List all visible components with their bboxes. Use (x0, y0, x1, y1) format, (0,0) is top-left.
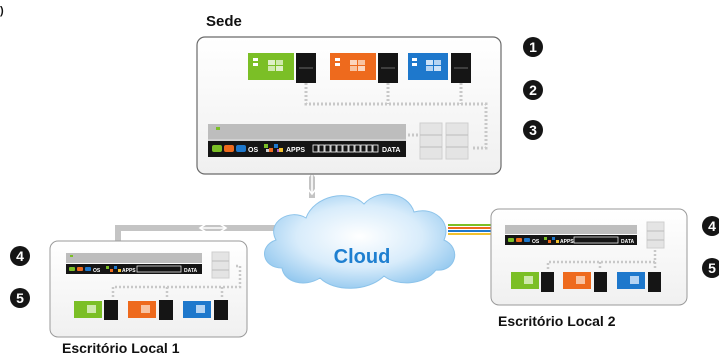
office2-apps-label: APPS (560, 239, 574, 245)
os-icon (69, 267, 75, 271)
office2-title: Escritório Local 2 (498, 313, 616, 329)
office1-badges: 4 5 (10, 246, 30, 308)
office1-workstation-orange (128, 300, 173, 320)
office1-title: Escritório Local 1 (62, 340, 180, 356)
office2-workstation-green (511, 272, 554, 292)
storage-cylinder-icon (211, 251, 230, 279)
server-tower-icon (541, 272, 554, 292)
office1-wan-link (115, 225, 300, 245)
os-icon (516, 238, 522, 242)
hq-apps-label: APPS (286, 147, 305, 154)
office2-lan-links (546, 250, 657, 270)
os-icon (224, 145, 234, 152)
os-icon (77, 267, 83, 271)
office1-data-slots (136, 265, 182, 273)
hq-server: OS APPS DATA (208, 124, 406, 157)
storage-cylinder-icon (646, 221, 665, 249)
office2-server: OS APPS DATA (505, 225, 637, 245)
server-tower-icon (104, 300, 118, 320)
hq-badges: 1 2 3 (523, 37, 543, 140)
office1-lan-links (111, 264, 242, 298)
hq-data-slots (312, 144, 379, 153)
os-icon (85, 267, 91, 271)
hq-workstation-orange (330, 53, 398, 83)
office2-data-slots (573, 236, 619, 244)
office1-data-label: DATA (184, 268, 198, 274)
hq-data-label: DATA (382, 147, 400, 154)
office1-workstation-green (74, 300, 118, 320)
server-tower-icon (594, 272, 607, 292)
hq-title: Sede (206, 13, 242, 30)
cloud-label: Cloud (334, 246, 391, 268)
badge-2: 2 (529, 82, 537, 98)
os-icon (212, 145, 222, 152)
office2-data-label: DATA (621, 239, 635, 245)
cloud-icon (264, 193, 456, 289)
server-tower-icon (648, 272, 661, 292)
badge-3: 3 (529, 122, 537, 138)
badge-1: 1 (529, 39, 537, 55)
office2-os-label: OS (532, 239, 540, 245)
hq-lan-links (304, 83, 488, 150)
office2-badges: 4 5 (702, 216, 719, 278)
server-chassis (208, 124, 406, 139)
office2-workstation-orange (563, 272, 607, 292)
badge-5: 5 (708, 260, 716, 276)
os-icon (524, 238, 530, 242)
office1-apps-label: APPS (122, 268, 136, 274)
hq-workstation-green (248, 53, 316, 83)
hq-os-label: OS (248, 147, 258, 154)
server-tower-icon (214, 300, 228, 320)
badge-5: 5 (16, 290, 24, 306)
office1-os-label: OS (93, 268, 101, 274)
office1-server: OS APPS DATA (66, 253, 202, 274)
badge-4: 4 (16, 248, 24, 264)
badge-4: 4 (708, 218, 716, 234)
server-tower-icon (159, 300, 173, 320)
os-icon (508, 238, 514, 242)
hq-workstation-blue (408, 53, 471, 83)
office2-workstation-blue (617, 272, 661, 292)
office1-workstation-blue (183, 300, 228, 320)
double-arrow-icon (198, 223, 228, 233)
os-icon (236, 145, 246, 152)
storage-cylinder-icon (419, 122, 469, 160)
left-edge-mark: ) (0, 5, 4, 17)
